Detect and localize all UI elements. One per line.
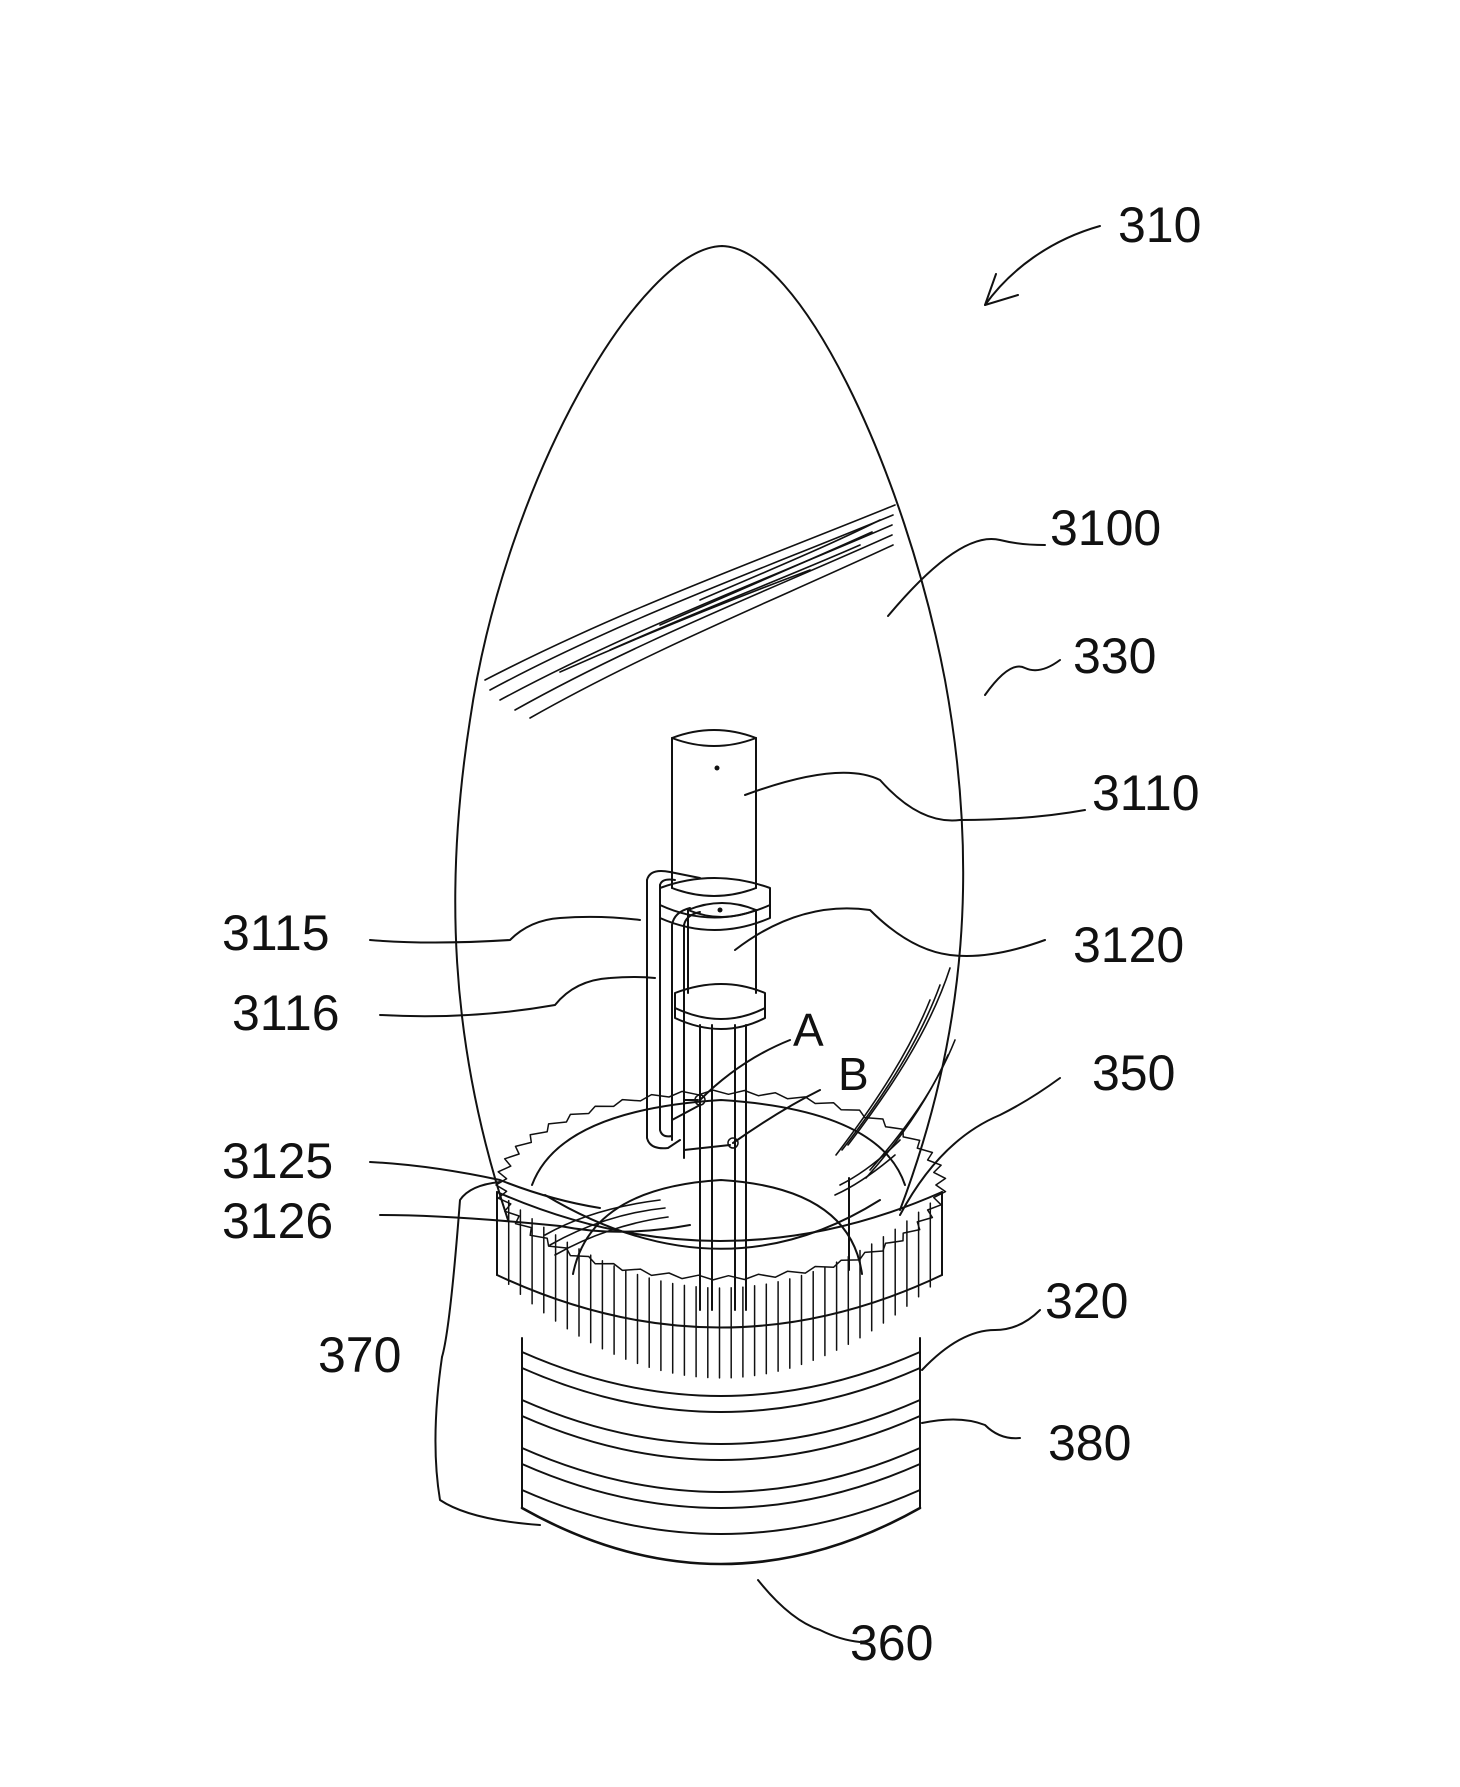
label-3126: 3126 bbox=[222, 1193, 333, 1249]
lower-led-3120 bbox=[675, 903, 765, 1029]
label-a: A bbox=[793, 1004, 824, 1056]
knurled-collar bbox=[496, 1090, 946, 1378]
label-3100: 3100 bbox=[1050, 500, 1161, 556]
bulb-envelope bbox=[455, 246, 963, 1255]
label-b: B bbox=[838, 1048, 869, 1100]
label-370: 370 bbox=[318, 1327, 401, 1383]
screw-base bbox=[522, 1338, 920, 1564]
leader-lines bbox=[370, 226, 1100, 1642]
label-360: 360 bbox=[850, 1615, 933, 1671]
label-3115: 3115 bbox=[222, 905, 330, 961]
label-310: 310 bbox=[1118, 197, 1201, 253]
label-350: 350 bbox=[1092, 1045, 1175, 1101]
label-3125: 3125 bbox=[222, 1133, 333, 1189]
support-wires bbox=[647, 871, 746, 1310]
label-3120: 3120 bbox=[1073, 917, 1184, 973]
label-3110: 3110 bbox=[1092, 765, 1200, 821]
reference-labels: 310 3100 330 3110 3115 3120 3116 A B 350… bbox=[222, 197, 1201, 1671]
label-3116: 3116 bbox=[232, 985, 340, 1041]
label-380: 380 bbox=[1048, 1415, 1131, 1471]
upper-led-3110 bbox=[660, 730, 770, 930]
label-330: 330 bbox=[1073, 628, 1156, 684]
label-320: 320 bbox=[1045, 1273, 1128, 1329]
